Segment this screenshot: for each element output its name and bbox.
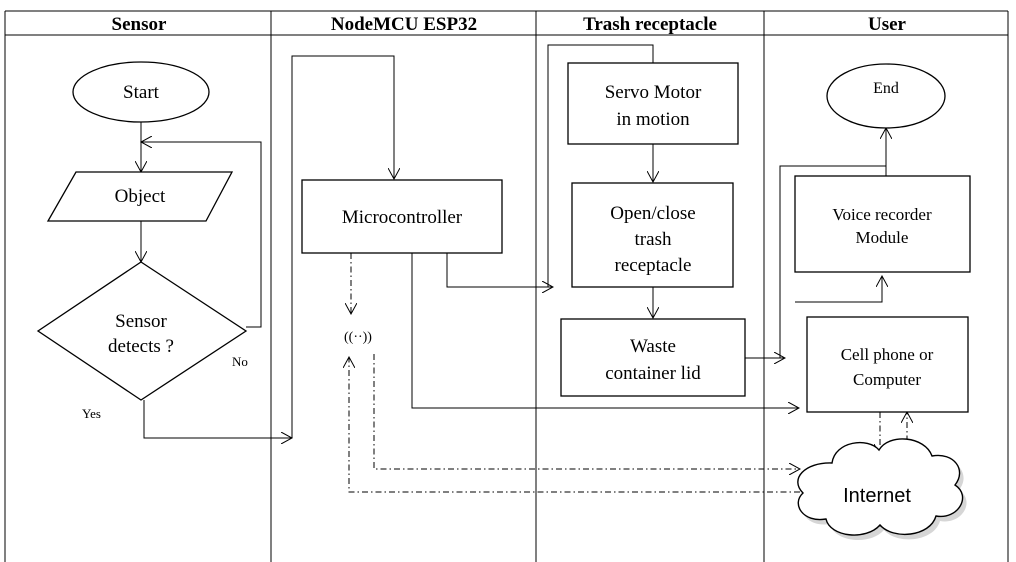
voice-label-line2: Module <box>856 228 909 247</box>
dashed-arrow-internet-to-wifi <box>349 357 800 493</box>
lane-header-nodemcu: NodeMCU ESP32 <box>331 14 477 35</box>
connectors <box>141 44 886 438</box>
arrow-yes-to-node <box>143 400 292 438</box>
no-branch-label: No <box>232 354 248 369</box>
servo-label-line1: Servo Motor <box>605 82 702 103</box>
open-label-line3: receptacle <box>615 255 692 276</box>
object-label: Object <box>115 186 166 207</box>
microcontroller-box <box>301 179 503 254</box>
servo-label-line2: in motion <box>616 109 690 130</box>
decision-label-line1: Sensor <box>115 311 167 332</box>
voice-recorder-box <box>794 175 971 273</box>
sensor-decision-diamond <box>36 261 248 401</box>
open-label-line1: Open/close <box>610 203 695 224</box>
open-close-box <box>571 182 734 288</box>
lane-header-trash: Trash receptacle <box>583 14 717 35</box>
open-label-line2: trash <box>635 229 672 250</box>
phone-label-line1: Cell phone or <box>841 345 934 364</box>
lane-header-sensor: Sensor <box>112 14 167 35</box>
arrow-no-loop <box>141 142 262 328</box>
arrow-micro-to-trash <box>446 253 553 287</box>
wireless-connectors <box>349 253 907 493</box>
line-to-servo <box>547 44 654 287</box>
decision-label-line2: detects ? <box>108 336 174 357</box>
internet-cloud-icon <box>797 438 967 541</box>
voice-label-line1: Voice recorder <box>832 205 932 224</box>
lid-label-line2: container lid <box>605 363 701 384</box>
yes-branch-label: Yes <box>82 406 101 421</box>
wifi-icon: ((··)) <box>344 330 372 345</box>
lid-label-line1: Waste <box>630 336 676 357</box>
end-label: End <box>873 80 899 97</box>
arrow-to-microcontroller <box>291 55 394 438</box>
lane-header-user: User <box>868 14 907 35</box>
object-parallelogram <box>46 171 234 222</box>
line-to-end <box>779 165 886 358</box>
cell-phone-computer-box <box>806 316 969 413</box>
waste-container-lid-box <box>560 318 746 397</box>
arrow-micro-to-phone <box>411 253 799 408</box>
arrow-to-voice-module <box>795 276 882 303</box>
end-terminator <box>826 63 946 129</box>
internet-label: Internet <box>843 485 911 507</box>
start-terminator <box>72 61 210 123</box>
start-label: Start <box>123 82 160 103</box>
phone-label-line2: Computer <box>853 370 921 389</box>
microcontroller-label: Microcontroller <box>342 207 463 228</box>
servo-motor-box <box>567 62 739 145</box>
